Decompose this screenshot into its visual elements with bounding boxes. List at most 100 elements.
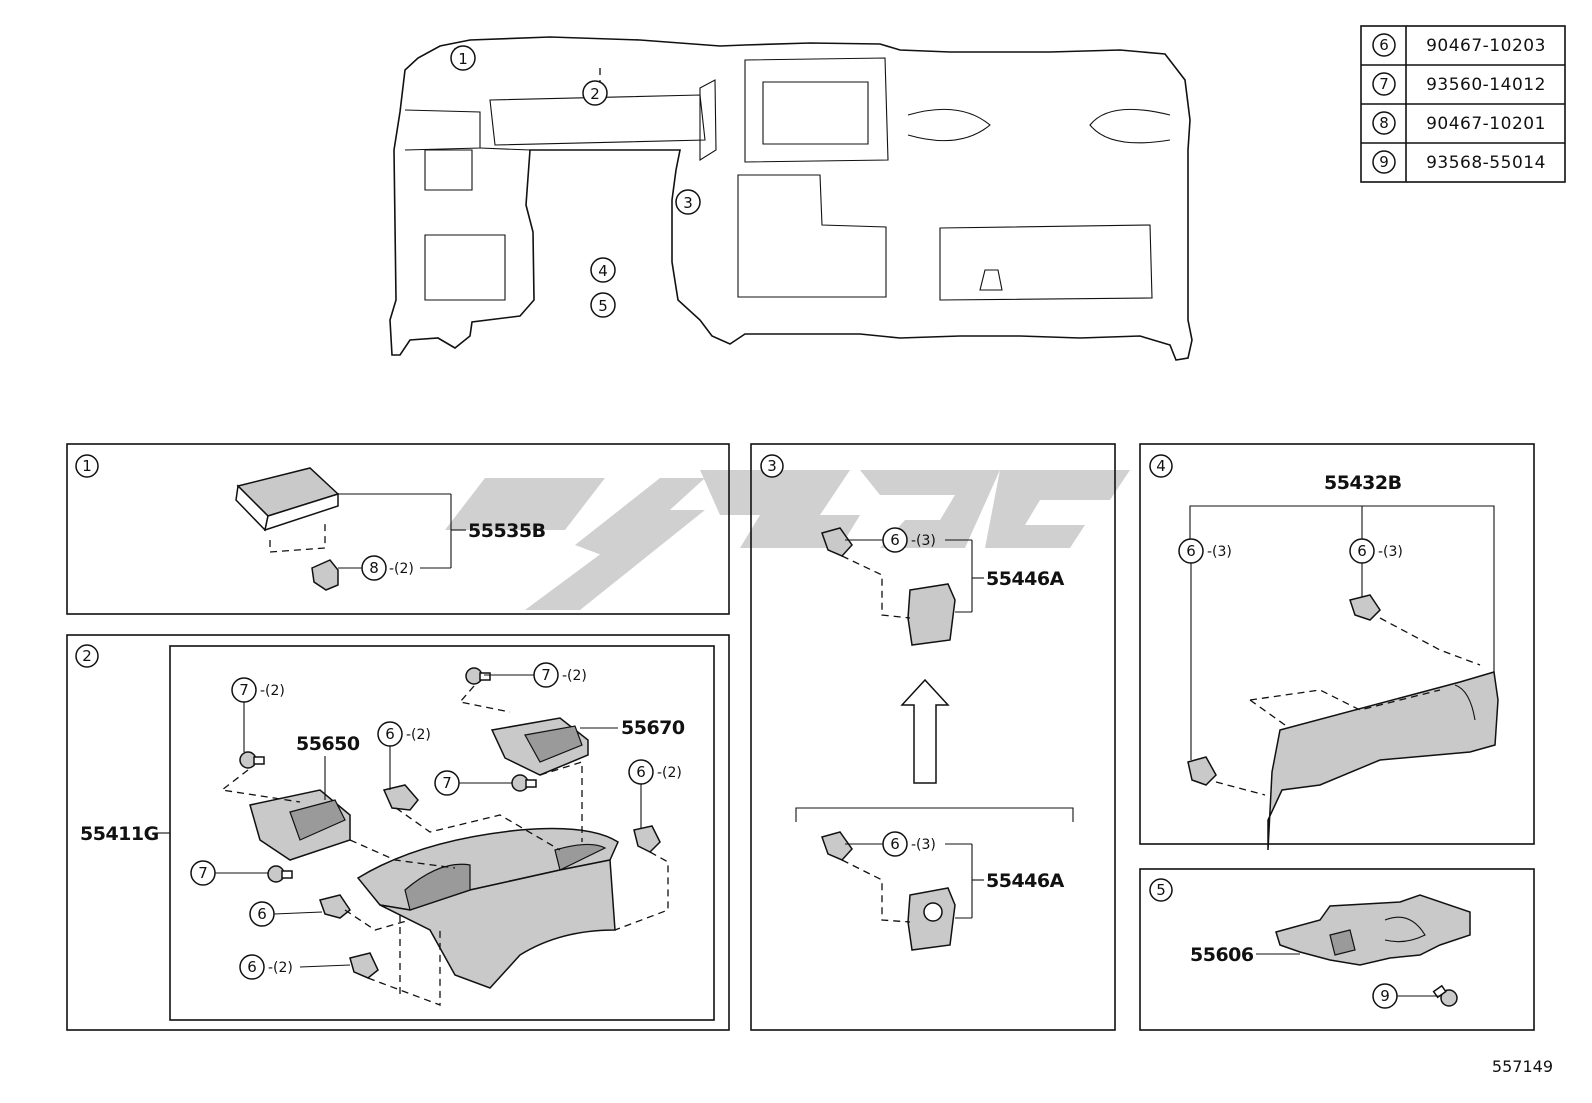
svg-text:2: 2	[590, 85, 600, 103]
part-number-55446A-lower: 55446A	[986, 870, 1065, 892]
svg-text:4: 4	[598, 262, 608, 280]
dashboard-overview	[389, 36, 1193, 361]
svg-text:6: 6	[257, 905, 267, 923]
reference-row-8: 8 90467-10201	[1372, 111, 1546, 135]
panel-5: 5 55606 9	[1139, 868, 1535, 1031]
part-number-55650: 55650	[296, 733, 360, 755]
svg-text:7: 7	[239, 681, 249, 699]
screw-9-part	[1432, 984, 1458, 1007]
svg-text:9: 9	[1379, 153, 1389, 171]
screw-7-d-part	[267, 865, 293, 883]
callout-6-upper: 6 -(2)	[377, 721, 431, 790]
svg-text:6: 6	[385, 725, 395, 743]
svg-text:-(2): -(2)	[562, 668, 587, 684]
watermark-logo	[445, 470, 1130, 610]
clip-6-c-part	[319, 894, 352, 919]
svg-text:93568-55014: 93568-55014	[1426, 153, 1546, 173]
panel-3: 3 6 -(3) 55446A 6 -(3) 55446A	[750, 443, 1116, 1031]
lower-panel-55432B-part	[1267, 671, 1499, 851]
part-number-55535B: 55535B	[468, 520, 546, 542]
callout-6-lower: 6	[249, 901, 323, 927]
overview-callout-5: 5	[590, 292, 616, 318]
svg-text:7: 7	[442, 774, 452, 792]
part-number-55606: 55606	[1190, 944, 1254, 966]
part-number-55670: 55670	[621, 717, 685, 739]
overview-callouts: 1 2 3 4 5	[450, 45, 701, 318]
clip-8-part	[311, 559, 339, 591]
callout-6-right: 6 -(2)	[628, 759, 682, 828]
svg-text:90467-10201: 90467-10201	[1426, 114, 1546, 134]
svg-text:9: 9	[1380, 987, 1390, 1005]
reference-row-7: 7 93560-14012	[1372, 72, 1546, 96]
panel-1-label: 1	[82, 457, 92, 475]
svg-text:6: 6	[636, 763, 646, 781]
svg-text:-(2): -(2)	[406, 727, 431, 743]
panel-5-label: 5	[1156, 881, 1166, 899]
panel-2-label: 2	[82, 647, 92, 665]
svg-text:8: 8	[369, 559, 379, 577]
part-number-55432B: 55432B	[1324, 472, 1402, 494]
svg-text:7: 7	[541, 666, 551, 684]
svg-text:8: 8	[1379, 114, 1389, 132]
switch-hole-icon	[923, 902, 943, 922]
clip-6-a-part	[382, 784, 419, 811]
overview-callout-3: 3	[675, 189, 701, 215]
reference-row-6: 6 90467-10203	[1372, 33, 1546, 57]
panel-1: 1 55535B 8 -(2)	[66, 443, 730, 615]
reference-row-9: 9 93568-55014	[1372, 150, 1546, 174]
svg-text:6: 6	[890, 531, 900, 549]
svg-text:6: 6	[247, 958, 257, 976]
callout-7-lower: 7	[190, 860, 268, 886]
clip-6-panel4-left-part	[1187, 756, 1217, 786]
callout-6-panel4-right: 6 -(3)	[1349, 538, 1403, 598]
svg-text:6: 6	[890, 835, 900, 853]
diagram-number: 557149	[1492, 1057, 1553, 1076]
svg-text:-(2): -(2)	[268, 960, 293, 976]
panel-4: 4 55432B 6 -(3) 6 -(3)	[1139, 443, 1535, 851]
svg-text:5: 5	[598, 297, 608, 315]
screw-7-c-part	[511, 774, 537, 792]
svg-text:6: 6	[1357, 542, 1367, 560]
part-number-55446A-upper: 55446A	[986, 568, 1065, 590]
switch-cover-55446A-upper-part	[907, 583, 956, 646]
part-number-55411G: 55411G	[80, 823, 159, 845]
callout-9: 9	[1372, 983, 1440, 1009]
svg-text:-(3): -(3)	[911, 533, 936, 549]
svg-text:-(2): -(2)	[260, 683, 285, 699]
callout-7-middle: 7	[434, 770, 512, 796]
screw-7-b-part	[465, 667, 491, 685]
clip-6-panel4-right-part	[1349, 594, 1381, 621]
arrow-up-icon	[900, 678, 950, 784]
svg-text:6: 6	[1379, 36, 1389, 54]
callout-6-panel4-left: 6 -(3)	[1178, 538, 1232, 760]
callout-6-bottom: 6 -(2)	[239, 954, 351, 980]
panel-2: 2 55411G 55650 55670	[66, 634, 730, 1031]
svg-text:7: 7	[198, 864, 208, 882]
clip-6-lower-part	[821, 831, 853, 861]
callout-6-panel3-lower: 6 -(3)	[845, 831, 936, 857]
overview-callout-4: 4	[590, 257, 616, 283]
screw-7-a-part	[239, 751, 265, 769]
callout-7-upper-left: 7 -(2)	[231, 677, 285, 752]
svg-text:-(3): -(3)	[1378, 544, 1403, 560]
svg-text:-(2): -(2)	[389, 561, 414, 577]
svg-text:7: 7	[1379, 75, 1389, 93]
callout-7-upper-right: 7 -(2)	[484, 662, 587, 688]
overview-callout-1: 1	[450, 45, 476, 71]
svg-text:1: 1	[458, 50, 468, 68]
svg-text:90467-10203: 90467-10203	[1426, 36, 1546, 56]
reference-table: 6 90467-10203 7 93560-14012 8 90467-1020…	[1360, 25, 1566, 183]
svg-text:-(3): -(3)	[911, 837, 936, 853]
svg-text:6: 6	[1186, 542, 1196, 560]
panel-3-label: 3	[767, 457, 777, 475]
svg-text:-(3): -(3)	[1207, 544, 1232, 560]
svg-text:93560-14012: 93560-14012	[1426, 75, 1546, 95]
clip-6-b-part	[633, 825, 661, 853]
overview-callout-2: 2	[582, 80, 608, 106]
panel-4-label: 4	[1156, 457, 1166, 475]
clip-6-upper-part	[821, 527, 853, 557]
callout-6-panel3-upper: 6 -(3)	[845, 527, 936, 553]
svg-text:3: 3	[683, 194, 693, 212]
